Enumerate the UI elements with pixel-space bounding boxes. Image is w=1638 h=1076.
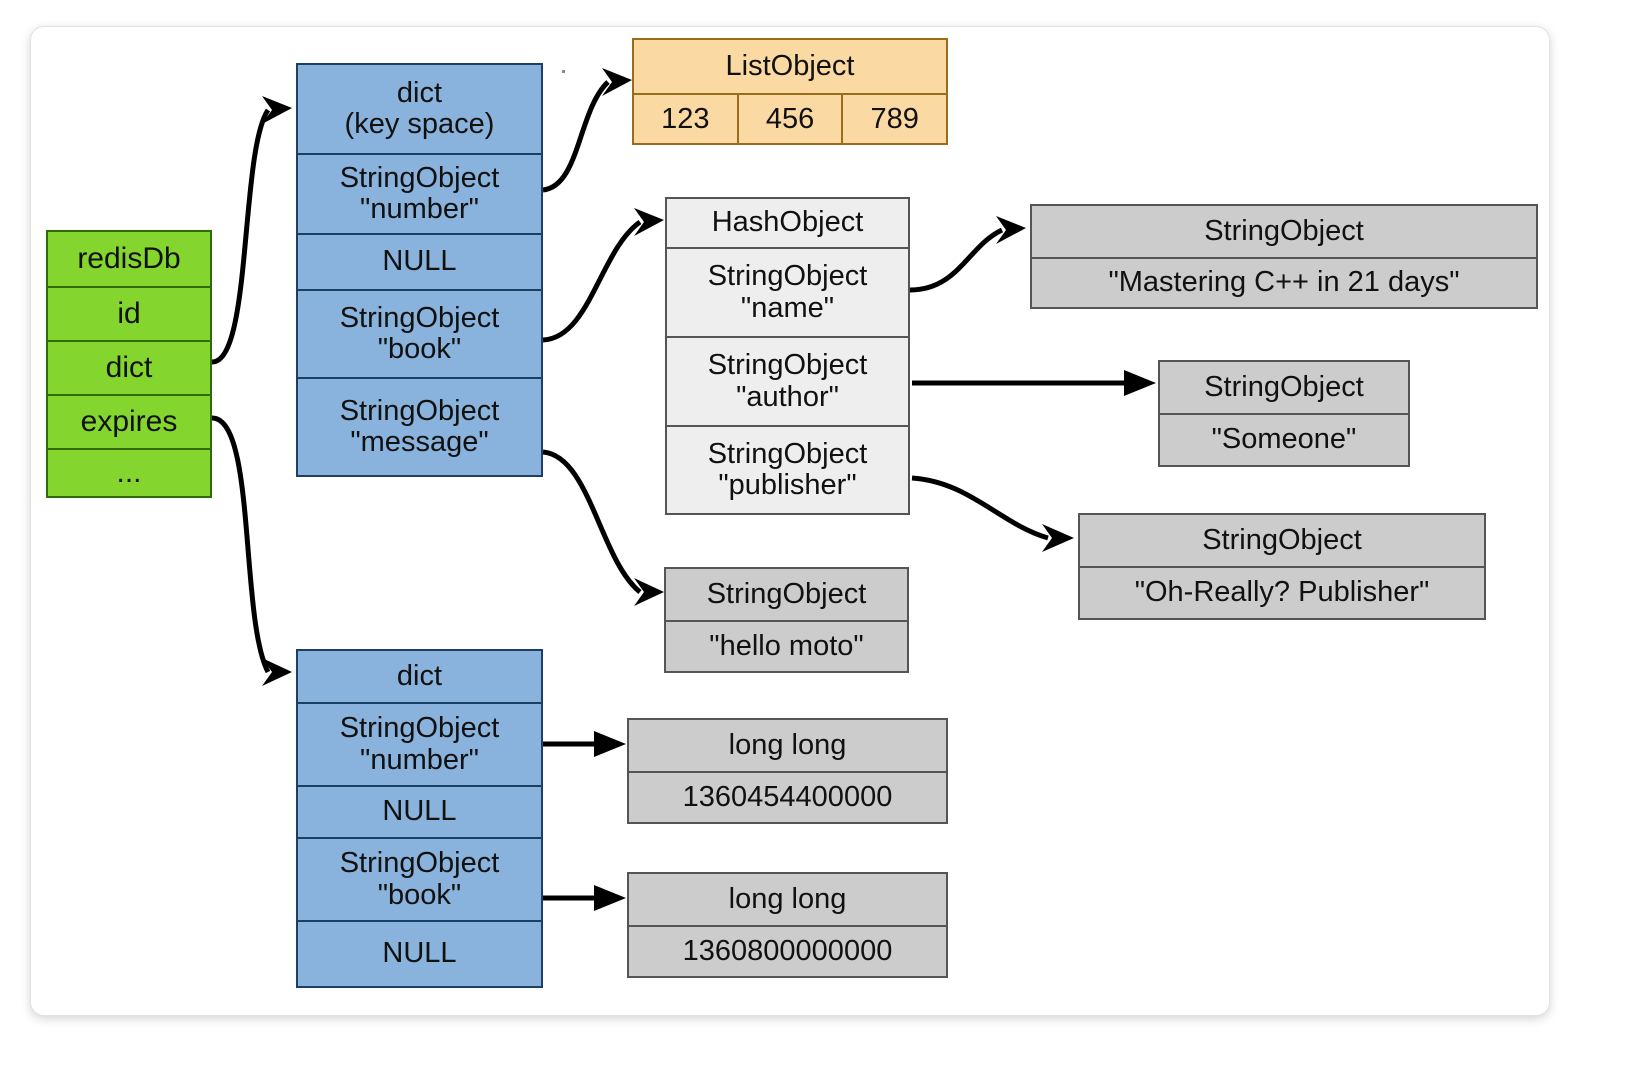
stringobject-publisher-value-text: "Oh-Really? Publisher" bbox=[1080, 566, 1484, 618]
longlong-book-expire: long long 1360800000000 bbox=[627, 872, 948, 978]
hash-object-row-author: StringObject "author" bbox=[667, 336, 908, 425]
expires-dict-struct: dict StringObject "number" NULL StringOb… bbox=[296, 649, 543, 988]
redisdb-struct: redisDb id dict expires ... bbox=[46, 230, 212, 498]
list-object-values: 123 456 789 bbox=[634, 93, 947, 143]
redisdb-row-ellipsis: ... bbox=[48, 448, 210, 496]
stray-dot bbox=[562, 70, 565, 73]
redisdb-row-dict: dict bbox=[48, 340, 210, 394]
longlong-number-expire: long long 1360454400000 bbox=[627, 718, 948, 824]
longlong-book-header: long long bbox=[629, 874, 946, 925]
keyspace-dict-struct: dict (key space) StringObject "number" N… bbox=[296, 63, 543, 477]
stringobject-author-value-text: "Someone" bbox=[1160, 413, 1408, 465]
expires-row-book: StringObject "book" bbox=[298, 837, 541, 920]
stringobject-name-value-text: "Mastering C++ in 21 days" bbox=[1032, 257, 1536, 307]
keyspace-row-header: dict (key space) bbox=[298, 65, 541, 153]
longlong-book-value: 1360800000000 bbox=[629, 925, 946, 976]
stringobject-name-value: StringObject "Mastering C++ in 21 days" bbox=[1030, 204, 1538, 309]
keyspace-row-null: NULL bbox=[298, 233, 541, 289]
list-object-cell-1: 456 bbox=[736, 95, 842, 143]
redisdb-row-expires: expires bbox=[48, 394, 210, 448]
hash-object-row-publisher: StringObject "publisher" bbox=[667, 425, 908, 513]
longlong-number-header: long long bbox=[629, 720, 946, 771]
keyspace-row-message: StringObject "message" bbox=[298, 377, 541, 475]
expires-row-header: dict bbox=[298, 651, 541, 702]
stringobject-author-value: StringObject "Someone" bbox=[1158, 360, 1410, 467]
expires-row-null-1: NULL bbox=[298, 785, 541, 837]
hash-object-header: HashObject bbox=[667, 199, 908, 247]
redisdb-row-title: redisDb bbox=[48, 232, 210, 286]
stringobject-message-header: StringObject bbox=[666, 569, 907, 620]
keyspace-row-number: StringObject "number" bbox=[298, 153, 541, 233]
hash-object-struct: HashObject StringObject "name" StringObj… bbox=[665, 197, 910, 515]
keyspace-row-book: StringObject "book" bbox=[298, 289, 541, 377]
list-object-cell-0: 123 bbox=[634, 95, 737, 143]
list-object-struct: ListObject 123 456 789 bbox=[632, 38, 948, 145]
expires-row-null-2: NULL bbox=[298, 920, 541, 986]
list-object-cell-2: 789 bbox=[841, 95, 947, 143]
stringobject-message-value: StringObject "hello moto" bbox=[664, 567, 909, 673]
stringobject-publisher-value: StringObject "Oh-Really? Publisher" bbox=[1078, 513, 1486, 620]
hash-object-row-name: StringObject "name" bbox=[667, 247, 908, 336]
expires-row-number: StringObject "number" bbox=[298, 702, 541, 785]
list-object-header: ListObject bbox=[634, 40, 946, 93]
stringobject-message-value-text: "hello moto" bbox=[666, 620, 907, 671]
longlong-number-value: 1360454400000 bbox=[629, 771, 946, 822]
stringobject-name-header: StringObject bbox=[1032, 206, 1536, 257]
stringobject-publisher-header: StringObject bbox=[1080, 515, 1484, 566]
redisdb-row-id: id bbox=[48, 286, 210, 340]
stringobject-author-header: StringObject bbox=[1160, 362, 1408, 413]
